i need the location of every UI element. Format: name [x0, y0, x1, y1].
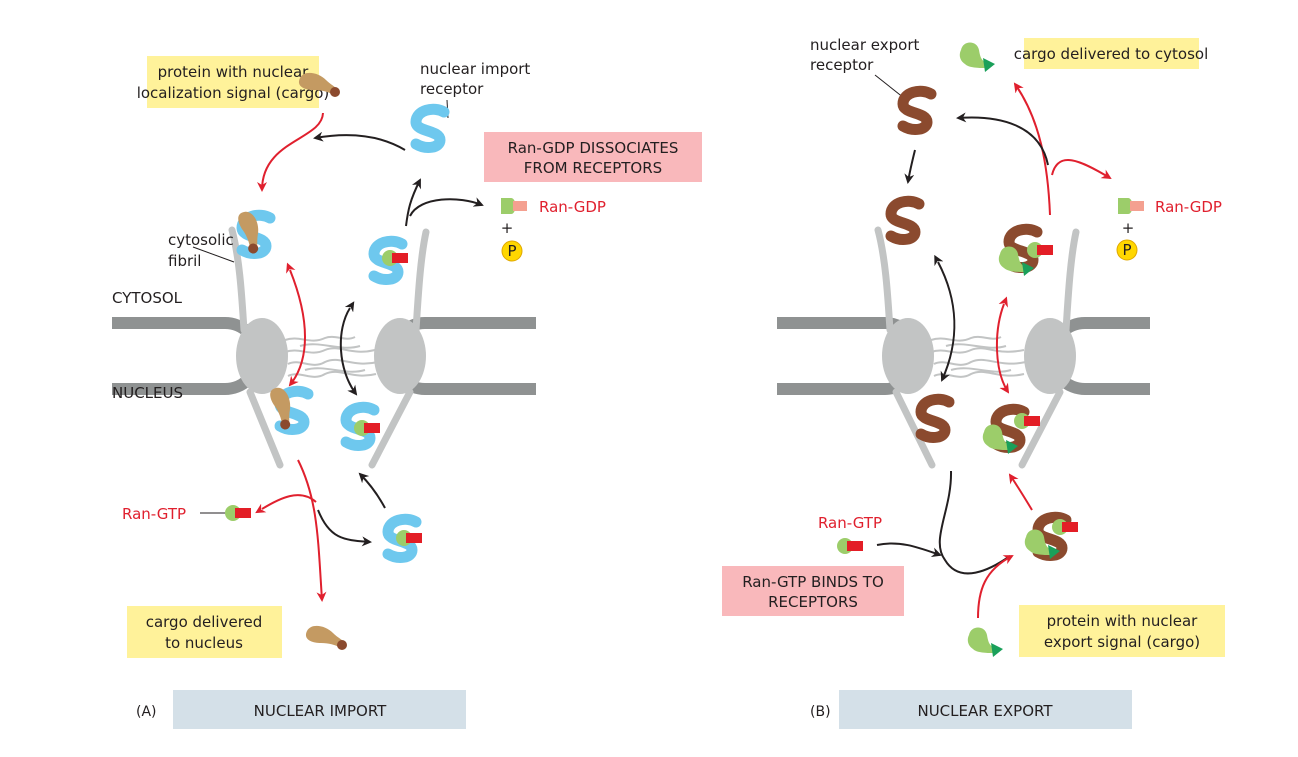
fibril-label-line2: fibril: [168, 252, 201, 270]
fibril-leader: [192, 246, 235, 263]
export-receptor-free: [903, 91, 931, 129]
export-cargo-label-box: [1019, 605, 1225, 657]
nuclear-pore-complex-b: [874, 226, 1080, 469]
panel-a-letter: (A): [136, 704, 157, 720]
arrow-receptor-down: [904, 149, 916, 184]
arrow-cargo-to-cytosol: [1013, 82, 1051, 216]
export-receptor-leader: [874, 74, 905, 99]
arrow-complex-to-pore-b: [1008, 473, 1033, 511]
cytosol-delivered-label: cargo delivered to cytosol: [1014, 45, 1209, 63]
cargo-label-line1: protein with nuclear: [158, 63, 310, 81]
arrow-complex-to-pore: [358, 472, 386, 509]
export-complex-cytosol: [998, 229, 1053, 276]
arrow-receptor-release: [405, 178, 421, 227]
export-complex-forming: [1024, 517, 1078, 559]
arrow-ran-gdp-release-b: [1051, 159, 1112, 180]
ran-gdp-icon-b: [1118, 198, 1144, 214]
arrow-complex-through-pore-b: [996, 296, 1010, 394]
cargo-protein-delivered: [305, 625, 347, 650]
arrow-receptor-through-pore-b: [934, 254, 956, 382]
receptor-ran-gtp-complex-nucleus: [346, 407, 380, 445]
receptor-label-line1: nuclear import: [420, 60, 530, 78]
receptor-ran-gtp-complex-bottom: [388, 519, 422, 557]
arrow-ran-gtp-binding: [255, 494, 317, 514]
fibril-label-line1: cytosolic: [168, 231, 234, 249]
phosphate-icon: [501, 240, 523, 262]
cargo-label-line2: localization signal (cargo): [137, 84, 330, 102]
ran-gtp-label-b: Ran-GTP: [818, 514, 882, 532]
export-receptor-label-line1: nuclear export: [810, 36, 919, 54]
arrow-receptor-through-pore: [339, 301, 358, 396]
cytosol-delivered-box: [1024, 38, 1199, 69]
ran-gtp-label: Ran-GTP: [122, 505, 186, 523]
panel-a-nuclear-import: protein with nuclear localization signal…: [112, 56, 702, 729]
cytosol-label: CYTOSOL: [112, 289, 183, 307]
export-receptor-nucleus: [921, 399, 949, 437]
plus-sign: +: [501, 219, 514, 237]
arrow-ran-gtp-join: [876, 542, 942, 558]
dissociates-label-box: [484, 132, 702, 182]
ran-gtp-icon-b: [837, 538, 863, 554]
panel-a-title-box: [173, 690, 466, 729]
panel-b-nuclear-export: nuclear export receptor cargo delivered …: [722, 36, 1225, 729]
nucleus-label: NUCLEUS: [112, 384, 183, 402]
arrow-receptor-recycle: [313, 131, 406, 151]
arrow-cargo-to-receptor: [257, 112, 324, 192]
panel-b-letter: (B): [810, 704, 831, 720]
ran-gdp-label: Ran-GDP: [539, 198, 606, 216]
export-receptor-cytosol: [891, 201, 919, 239]
ran-gdp-icon: [501, 198, 527, 214]
binds-label-box: [722, 566, 904, 616]
arrow-cargo-join: [977, 555, 1014, 619]
binds-label-line1: Ran-GTP BINDS TO: [742, 573, 884, 591]
arrow-receptor-return: [956, 112, 1049, 166]
receptor-ran-gtp-complex-cytosol: [374, 241, 408, 279]
import-receptor-free: [416, 109, 444, 147]
receptor-label-line2: receptor: [420, 80, 484, 98]
plus-sign-b: +: [1122, 219, 1135, 237]
export-cargo-delivered: [959, 42, 995, 72]
delivered-label-line2: to nucleus: [165, 634, 243, 652]
ran-gtp-icon: [225, 505, 251, 521]
delivered-label-line1: cargo delivered: [146, 613, 263, 631]
arrow-cargo-delivered: [297, 459, 327, 602]
arrow-to-receptor-ran-complex: [317, 509, 372, 547]
export-receptor-label-line2: receptor: [810, 56, 874, 74]
cargo-label-box: [147, 56, 319, 108]
phosphate-label-b: P: [1122, 241, 1131, 259]
delivered-label-box: [127, 606, 282, 658]
ran-gdp-label-b: Ran-GDP: [1155, 198, 1222, 216]
dissociates-label-line2: FROM RECEPTORS: [524, 159, 662, 177]
panel-b-title: NUCLEAR EXPORT: [917, 702, 1053, 720]
panel-a-title: NUCLEAR IMPORT: [254, 702, 388, 720]
arrow-receptor-to-complex: [938, 470, 1011, 575]
arrow-ran-gdp-release: [409, 197, 484, 217]
phosphate-icon-b: [1116, 239, 1138, 261]
dissociates-label-line1: Ran-GDP DISSOCIATES: [508, 139, 679, 157]
phosphate-label: P: [507, 242, 516, 260]
export-cargo-free: [967, 627, 1003, 657]
export-cargo-label-line1: protein with nuclear: [1047, 612, 1199, 630]
binds-label-line2: RECEPTORS: [768, 593, 858, 611]
arrow-cargo-through-pore: [286, 262, 306, 387]
panel-b-title-box: [839, 690, 1132, 729]
export-cargo-label-line2: export signal (cargo): [1044, 633, 1200, 651]
